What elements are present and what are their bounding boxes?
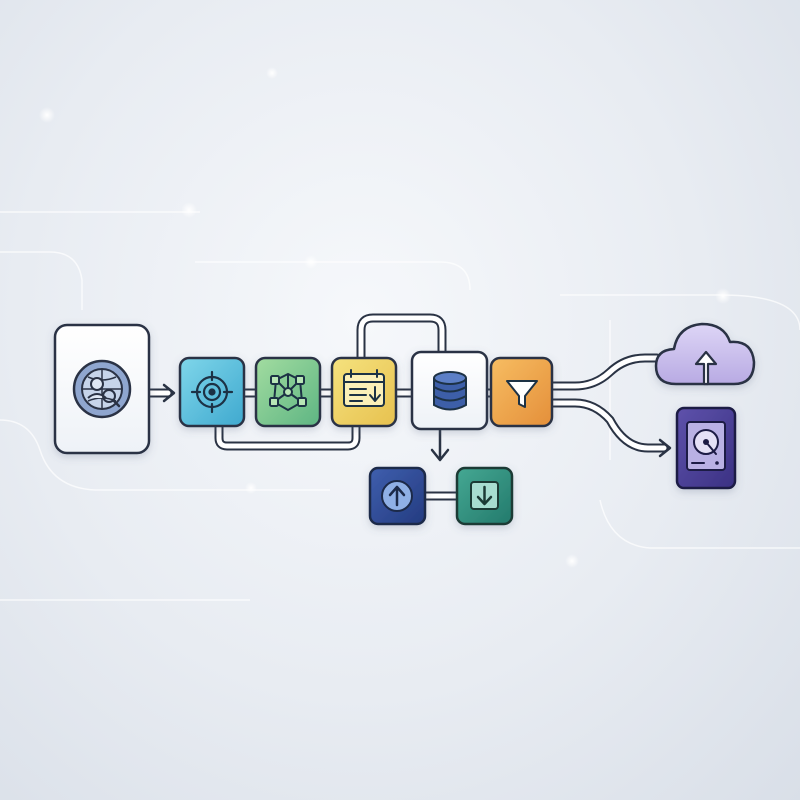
- globe-user-icon: [72, 359, 132, 419]
- edge-filter-storage: [547, 398, 672, 458]
- edge-source-target: [145, 383, 176, 403]
- database-icon: [433, 371, 467, 411]
- filter-icon: [506, 380, 538, 408]
- hard-drive-icon: [686, 421, 726, 471]
- upload-icon: [381, 480, 413, 512]
- node-graph-icon: [269, 372, 307, 412]
- download-icon: [470, 481, 499, 510]
- background-sparkles: [39, 67, 731, 568]
- node-schedule[interactable]: [330, 356, 398, 428]
- node-transform[interactable]: [254, 356, 322, 428]
- edge-filter-cloud: [547, 353, 662, 391]
- cloud-upload-icon: [694, 350, 718, 386]
- calendar-download-icon: [343, 369, 385, 407]
- node-download[interactable]: [455, 466, 514, 526]
- crosshair-icon: [190, 370, 234, 414]
- node-source[interactable]: [53, 323, 151, 455]
- node-filter[interactable]: [489, 356, 554, 428]
- nodes: [53, 322, 756, 526]
- edge-loop-below: [214, 420, 361, 451]
- edge-database-down: [430, 426, 450, 462]
- edge-loop-above: [356, 313, 447, 365]
- node-cloud[interactable]: [654, 322, 756, 386]
- node-target[interactable]: [178, 356, 246, 428]
- node-database[interactable]: [410, 350, 489, 431]
- node-upload[interactable]: [368, 466, 427, 526]
- node-storage[interactable]: [675, 406, 737, 490]
